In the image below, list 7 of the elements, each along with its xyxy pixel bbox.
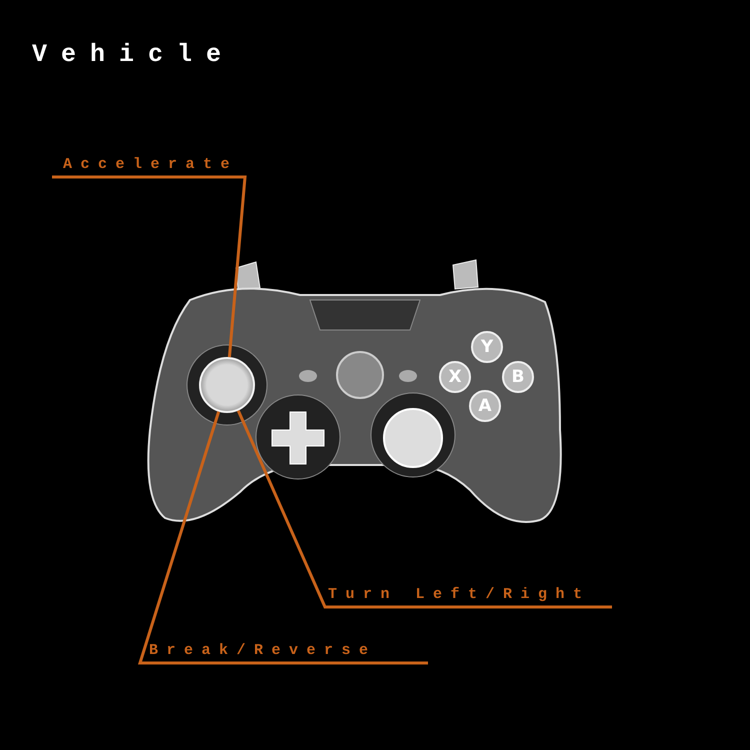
leader-line: [52, 176, 247, 358]
leader-label: Accelerate: [52, 155, 245, 177]
leader-label: Turn Left/Right: [325, 585, 612, 607]
leader-label: Break/Reverse: [140, 641, 428, 663]
leader-line: [138, 411, 428, 664]
title: Vehicle: [32, 40, 236, 69]
leader-line: [236, 410, 612, 608]
